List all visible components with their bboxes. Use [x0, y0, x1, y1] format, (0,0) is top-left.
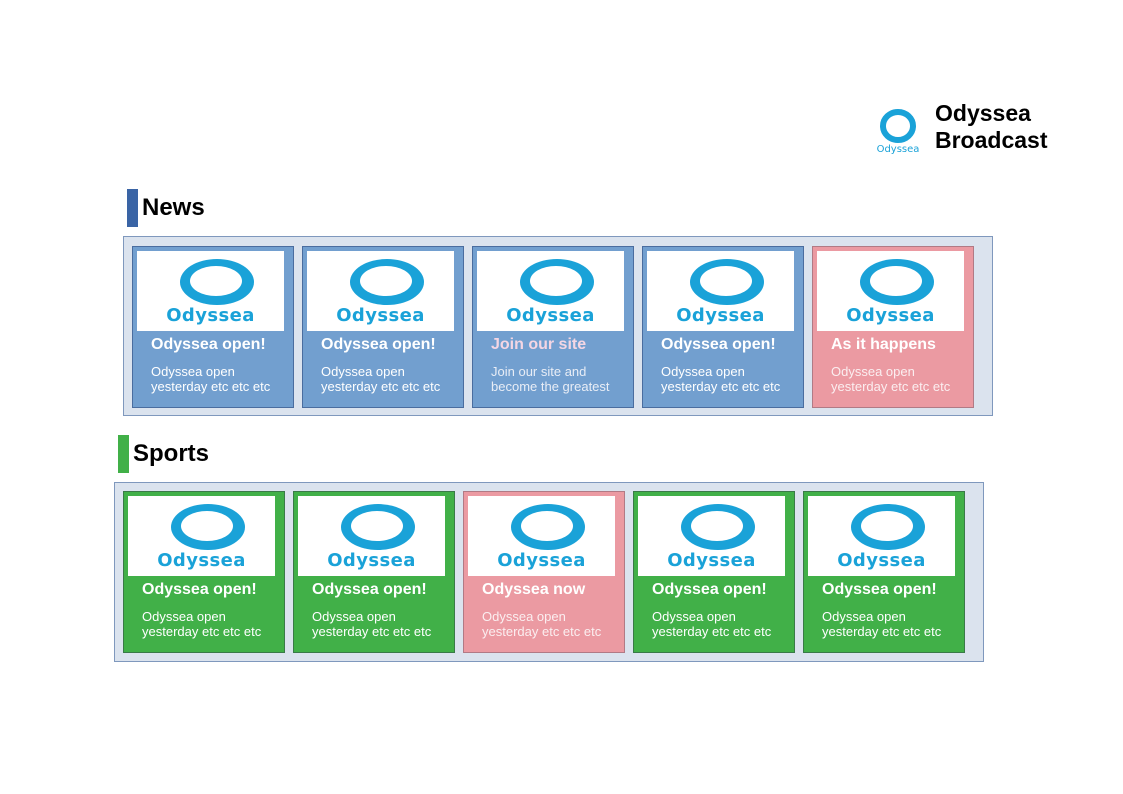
ring-logo-icon — [880, 109, 916, 143]
sports-section-heading: Sports — [118, 435, 209, 473]
card-title[interactable]: Odyssea open! — [312, 581, 427, 598]
odyssea-ring-logo-icon — [350, 259, 424, 305]
card-body-text: Odyssea open yesterday etc etc etc — [661, 364, 781, 394]
card-image-logo-text: Odyssea — [336, 305, 425, 326]
odyssea-ring-logo-icon — [341, 504, 415, 550]
card-title[interactable]: Odyssea open! — [321, 336, 436, 353]
odyssea-ring-logo-icon — [520, 259, 594, 305]
card-image: Odyssea — [817, 251, 964, 331]
news-heading-bar — [127, 189, 138, 227]
card-body-text: Odyssea open yesterday etc etc etc — [831, 364, 951, 394]
news-section-heading: News — [127, 189, 205, 227]
brand-header: Odyssea Odyssea Broadcast — [874, 100, 1048, 156]
card-image-logo-text: Odyssea — [846, 305, 935, 326]
odyssea-ring-logo-icon — [860, 259, 934, 305]
brand-title-line1: Odyssea — [935, 100, 1031, 126]
card-image: Odyssea — [638, 496, 785, 576]
brand-logo[interactable]: Odyssea — [874, 100, 922, 156]
card-image: Odyssea — [647, 251, 794, 331]
card-title[interactable]: Odyssea open! — [661, 336, 776, 353]
odyssea-ring-logo-icon — [681, 504, 755, 550]
brand-logo-text: Odyssea — [876, 144, 920, 155]
odyssea-ring-logo-icon — [180, 259, 254, 305]
card-title[interactable]: Odyssea open! — [652, 581, 767, 598]
card-image-logo-text: Odyssea — [327, 550, 416, 571]
card-body-text: Odyssea open yesterday etc etc etc — [822, 609, 942, 639]
card-body-text: Odyssea open yesterday etc etc etc — [482, 609, 602, 639]
card-title[interactable]: Join our site — [491, 336, 587, 353]
card-image-logo-text: Odyssea — [837, 550, 926, 571]
odyssea-ring-logo-icon — [171, 504, 245, 550]
card-body-text: Odyssea open yesterday etc etc etc — [652, 609, 772, 639]
card-body-text: Odyssea open yesterday etc etc etc — [151, 364, 271, 394]
card-image-logo-text: Odyssea — [497, 550, 586, 571]
card-image: Odyssea — [477, 251, 624, 331]
odyssea-ring-logo-icon — [851, 504, 925, 550]
card-image: Odyssea — [808, 496, 955, 576]
card-title[interactable]: As it happens — [831, 336, 936, 353]
brand-title-line2: Broadcast — [935, 127, 1048, 153]
card-image: Odyssea — [307, 251, 454, 331]
card-body-text: Odyssea open yesterday etc etc etc — [312, 609, 432, 639]
card-image: Odyssea — [128, 496, 275, 576]
card-title[interactable]: Odyssea open! — [142, 581, 257, 598]
card-image-logo-text: Odyssea — [667, 550, 756, 571]
brand-title: Odyssea Broadcast — [935, 100, 1047, 154]
card-body-text: Odyssea open yesterday etc etc etc — [321, 364, 441, 394]
card-body-text: Join our site and become the greatest — [491, 364, 610, 394]
card-image-logo-text: Odyssea — [166, 305, 255, 326]
news-heading-label: News — [142, 194, 205, 221]
card-image-logo-text: Odyssea — [676, 305, 765, 326]
card-title[interactable]: Odyssea now — [482, 581, 586, 598]
card-image: Odyssea — [468, 496, 615, 576]
card-title[interactable]: Odyssea open! — [822, 581, 937, 598]
card-title[interactable]: Odyssea open! — [151, 336, 266, 353]
odyssea-ring-logo-icon — [690, 259, 764, 305]
sports-heading-bar — [118, 435, 129, 473]
card-body-text: Odyssea open yesterday etc etc etc — [142, 609, 262, 639]
odyssea-ring-logo-icon — [511, 504, 585, 550]
card-image-logo-text: Odyssea — [506, 305, 595, 326]
sports-heading-label: Sports — [133, 440, 210, 467]
card-image: Odyssea — [137, 251, 284, 331]
card-image: Odyssea — [298, 496, 445, 576]
card-image-logo-text: Odyssea — [157, 550, 246, 571]
